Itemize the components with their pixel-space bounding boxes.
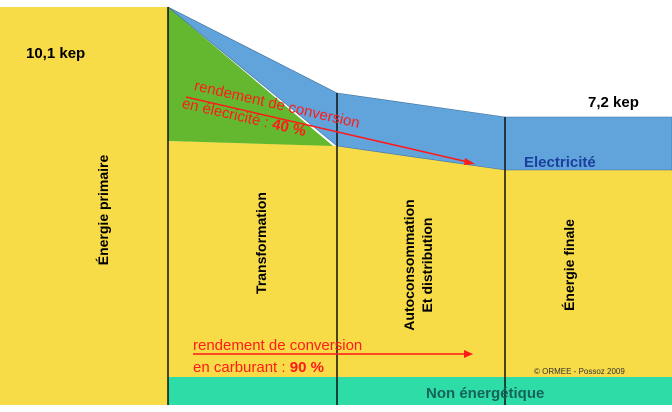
primary-value: 10,1 kep: [26, 45, 85, 62]
fuel-flow: [168, 141, 672, 377]
fuel-arrowhead-icon: [464, 350, 473, 358]
electricity-flow: [167, 6, 672, 171]
stage-final: Énergie finale: [561, 219, 577, 311]
fuel-annotation-line2: en carburant : 90 %: [193, 359, 324, 376]
stage-transformation: Transformation: [253, 192, 269, 294]
electricity-label: Electricité: [524, 154, 596, 171]
primary-energy-block: [0, 7, 168, 405]
fuel-annotation-line1: rendement de conversion: [193, 337, 362, 354]
stage-autoconsumption-1: Autoconsommation: [401, 199, 417, 330]
non-energy-flow: [168, 377, 672, 405]
elec-arrowhead-icon: [464, 158, 475, 165]
stage-autoconsumption-2: Et distribution: [419, 218, 435, 313]
copyright: © ORMEE - Possoz 2009: [534, 367, 625, 376]
non-energy-label: Non énergétique: [426, 385, 544, 402]
elec-arrow: [185, 96, 469, 163]
conversion-loss-area: [168, 7, 333, 146]
stage-primary: Énergie primaire: [95, 155, 111, 266]
final-value: 7,2 kep: [588, 94, 639, 111]
